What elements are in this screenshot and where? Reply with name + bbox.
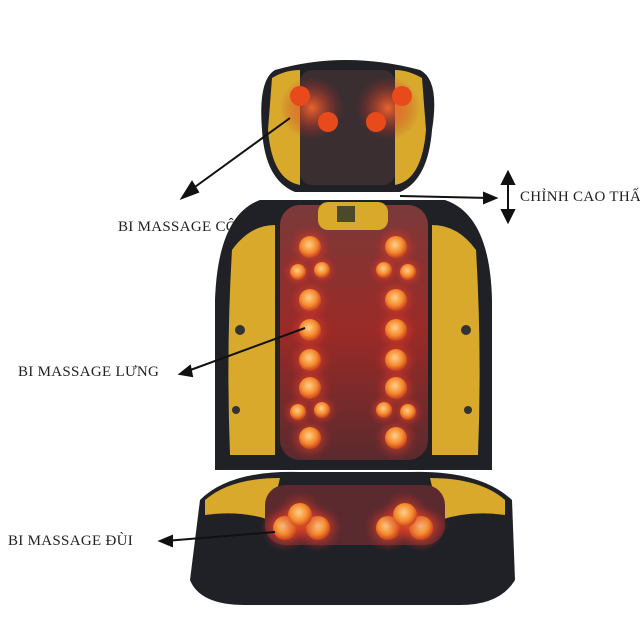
headrest <box>261 60 435 192</box>
side-button <box>232 406 240 414</box>
label-neck-massage: BI MASSAGE CÔ <box>118 219 237 235</box>
massage-ball <box>290 264 306 280</box>
massage-ball <box>376 402 392 418</box>
arrow-height <box>399 195 491 199</box>
annotation-arrows <box>157 117 516 548</box>
side-button <box>461 325 471 335</box>
massage-ball <box>400 264 416 280</box>
side-button <box>464 406 472 414</box>
massage-ball <box>299 427 321 449</box>
massage-ball <box>299 319 321 341</box>
label-thigh-massage: BI MASSAGE ĐÙI <box>8 533 134 549</box>
massage-ball <box>400 404 416 420</box>
massage-ball <box>299 349 321 371</box>
neck-massage-ball <box>366 112 386 132</box>
massage-ball <box>385 319 407 341</box>
massage-ball <box>290 404 306 420</box>
backrest <box>215 200 492 470</box>
arrow-back <box>184 327 306 373</box>
massage-ball <box>385 289 407 311</box>
massage-ball <box>299 236 321 258</box>
arrow-neck <box>187 117 291 193</box>
massage-ball <box>288 503 312 527</box>
neck-massage-ball <box>290 86 310 106</box>
arrow-thigh <box>164 531 276 542</box>
massage-ball <box>314 402 330 418</box>
massage-ball <box>385 236 407 258</box>
massage-ball <box>299 377 321 399</box>
massage-ball <box>299 289 321 311</box>
massage-ball <box>385 427 407 449</box>
massage-ball <box>385 349 407 371</box>
label-back-massage: BI MASSAGE LƯNG <box>18 364 160 380</box>
neck-massage-ball <box>318 112 338 132</box>
label-height-adjust: CHỈNH CAO THẤP <box>520 189 640 205</box>
massage-ball <box>385 377 407 399</box>
massage-ball <box>393 503 417 527</box>
brand-logo <box>337 206 355 222</box>
massage-ball <box>314 262 330 278</box>
massage-ball <box>376 262 392 278</box>
side-button <box>235 325 245 335</box>
neck-massage-ball <box>392 86 412 106</box>
seat-cushion <box>190 471 515 605</box>
